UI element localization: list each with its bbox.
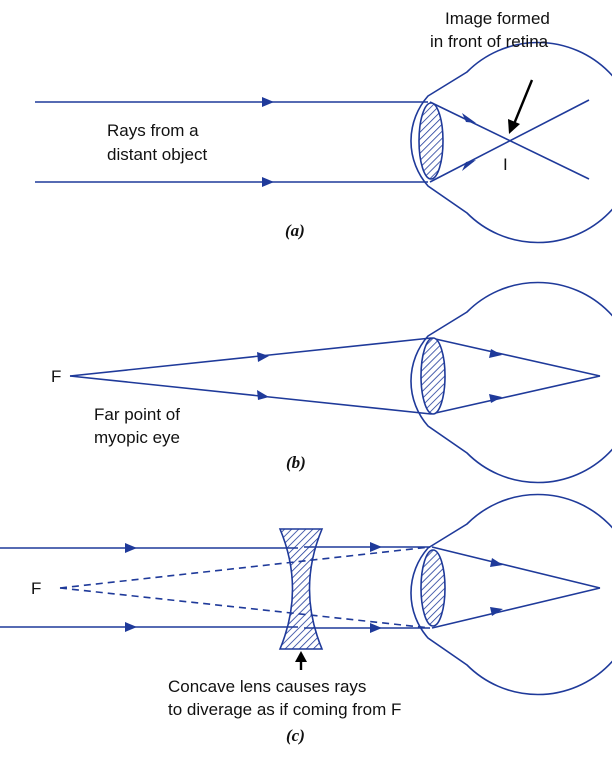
- ray-arrow-c1: [125, 543, 137, 553]
- ray-arrow-a4: [462, 160, 476, 171]
- eye-lens-a: [418, 102, 444, 180]
- image-label-line2: in front of retina: [430, 32, 549, 51]
- image-point-label: I: [503, 155, 508, 174]
- ray-arrow-b1: [257, 352, 269, 362]
- ray-arrow-c3: [370, 542, 382, 552]
- far-label-line1: Far point of: [94, 405, 180, 424]
- lens-label-line1: Concave lens causes rays: [168, 677, 366, 696]
- ray-arrow-c6: [490, 607, 503, 616]
- ray-arrow-a1: [262, 97, 274, 107]
- ray-arrow-c2: [125, 622, 137, 632]
- lens-pointer-arrowhead: [295, 651, 307, 662]
- caption-a: (a): [285, 221, 305, 240]
- panel-b: F Far point of myopic eye (b): [51, 281, 612, 484]
- rays-label-line2: distant object: [107, 145, 207, 164]
- ray-arrow-c4: [370, 623, 382, 633]
- image-label-line1: Image formed: [445, 9, 550, 28]
- eye-outline-c: [410, 493, 612, 696]
- ray-from-f-top-b: [69, 337, 432, 377]
- eye-outline-a: [410, 41, 612, 244]
- refracted-ray-bottom-a: [429, 99, 590, 183]
- panel-c: F Concave lens causes rays to diverage a…: [0, 493, 612, 745]
- eye-lens-c: [420, 549, 446, 627]
- refracted-ray-bottom-b: [430, 375, 601, 415]
- rays-label-line1: Rays from a: [107, 121, 199, 140]
- virtual-ray-top-c: [59, 546, 431, 589]
- ray-arrow-c5: [490, 558, 503, 567]
- ray-arrow-a3: [462, 113, 476, 123]
- lens-label-line2: to diverage as if coming from F: [168, 700, 401, 719]
- ray-arrow-b2: [257, 390, 269, 400]
- refracted-ray-top-b: [430, 337, 601, 377]
- ray-arrow-b3: [489, 349, 502, 358]
- far-point-label-c: F: [31, 579, 41, 598]
- ray-arrow-a2: [262, 177, 274, 187]
- virtual-ray-bottom-c: [59, 587, 431, 629]
- caption-c: (c): [286, 726, 305, 745]
- ray-arrow-b4: [489, 394, 502, 403]
- panel-a: Image formed in front of retina Rays fro…: [35, 9, 612, 244]
- concave-lens: [278, 528, 324, 650]
- ray-from-f-bottom-b: [69, 375, 432, 415]
- refracted-ray-bottom-c: [431, 587, 601, 629]
- eye-outline-b: [410, 281, 612, 484]
- refracted-ray-top-c: [431, 546, 601, 589]
- far-label-line2: myopic eye: [94, 428, 180, 447]
- caption-b: (b): [286, 453, 306, 472]
- image-pointer-arrowhead: [508, 119, 520, 134]
- image-pointer-line: [512, 79, 534, 125]
- far-point-label-b: F: [51, 367, 61, 386]
- eye-lens-b: [420, 337, 446, 415]
